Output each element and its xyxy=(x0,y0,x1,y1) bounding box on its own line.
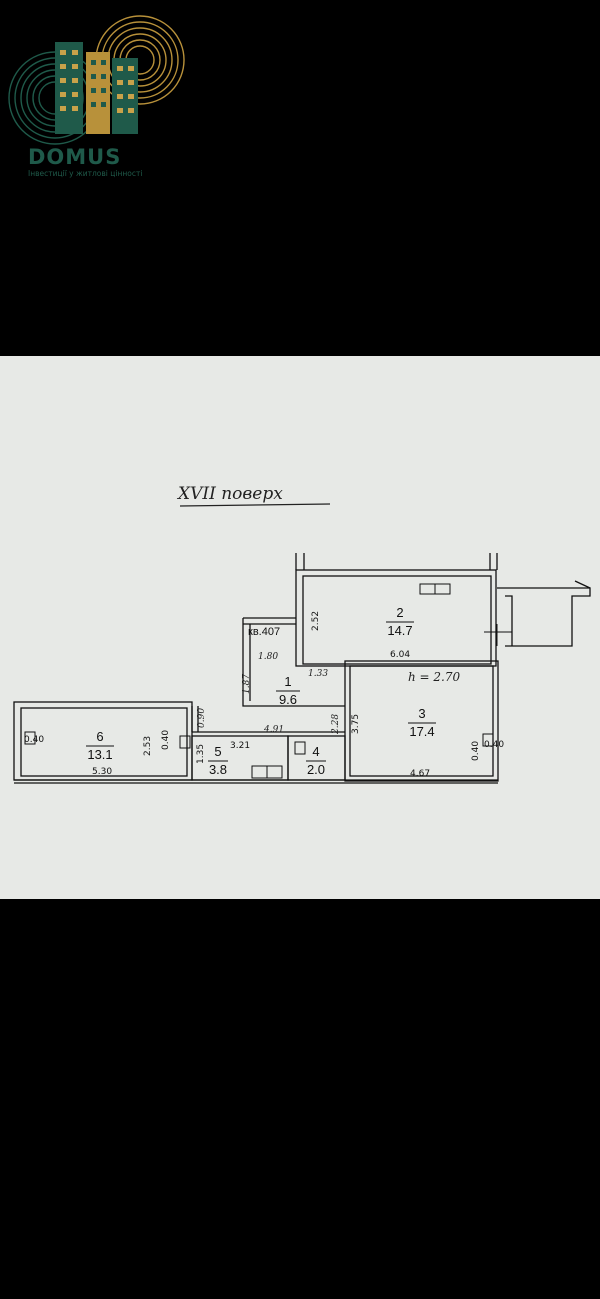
dim-corridor-right: 2.28 xyxy=(331,714,341,735)
windows xyxy=(24,583,512,779)
dim-room2-height: 2.52 xyxy=(311,611,321,631)
dim-room3-width: 4.67 xyxy=(410,769,430,779)
dim-corridor-width: 4.91 xyxy=(263,725,284,735)
dim-room2-width: 6.04 xyxy=(390,650,410,660)
room-3: 3 17.4 xyxy=(408,706,436,739)
room-area: 3.8 xyxy=(209,762,227,777)
room-area: 14.7 xyxy=(387,623,412,638)
logo-tagline: Інвестиції у житлові цінності xyxy=(28,169,142,178)
domus-logo: DOMUS Інвестиції у житлові цінності xyxy=(8,15,185,178)
logo-brand: DOMUS xyxy=(28,145,121,169)
dim-room6-width: 5.30 xyxy=(92,767,112,777)
room-1: 1 9.6 xyxy=(276,674,300,707)
room-area: 9.6 xyxy=(279,692,297,707)
dim-corridor-right-top: 1.33 xyxy=(308,669,328,679)
ceiling-height: h = 2.70 xyxy=(408,670,460,684)
room-number: 3 xyxy=(418,706,425,721)
room-number: 6 xyxy=(96,729,103,744)
dim-room3-sill-b: 0.40 xyxy=(484,740,504,750)
room-number: 2 xyxy=(396,605,403,620)
room-5: 5 3.8 xyxy=(208,744,228,777)
dim-corridor-top: 1.80 xyxy=(258,652,278,662)
floor-label: XVII поверх xyxy=(176,484,283,504)
floor-plan-drawing: XVII поверх xyxy=(13,484,591,784)
room-area: 17.4 xyxy=(409,724,434,739)
dim-room6-sill-right: 0.40 xyxy=(161,730,171,750)
dim-room3-height: 3.75 xyxy=(351,714,361,734)
dim-corridor-inner: 0.90 xyxy=(197,708,207,728)
dim-room5-height: 1.35 xyxy=(196,744,206,764)
apartment-label: кв.407 xyxy=(248,626,280,638)
dim-room6-height: 2.53 xyxy=(143,736,153,756)
plan-walls xyxy=(13,553,591,784)
room-area: 13.1 xyxy=(87,747,112,762)
logo-buildings-icon xyxy=(55,42,138,134)
dim-room3-sill: 0.40 xyxy=(471,741,481,761)
room-number: 1 xyxy=(284,674,291,689)
dim-room6-sill-left: 0.40 xyxy=(24,735,44,745)
room-2: 2 14.7 xyxy=(386,605,414,638)
room-area: 2.0 xyxy=(307,762,325,777)
room-number: 4 xyxy=(312,744,319,759)
dim-room5-width: 3.21 xyxy=(230,741,250,751)
dim-corridor-left: 1.87 xyxy=(242,674,252,694)
floor-plan-sheet: XVII поверх xyxy=(0,356,600,899)
room-number: 5 xyxy=(214,744,221,759)
room-6: 6 13.1 xyxy=(86,729,114,762)
room-4: 4 2.0 xyxy=(306,744,326,777)
dimension-labels: 2.52 6.04 1.80 1.33 1.87 2.28 0.90 4.91 … xyxy=(24,611,504,779)
